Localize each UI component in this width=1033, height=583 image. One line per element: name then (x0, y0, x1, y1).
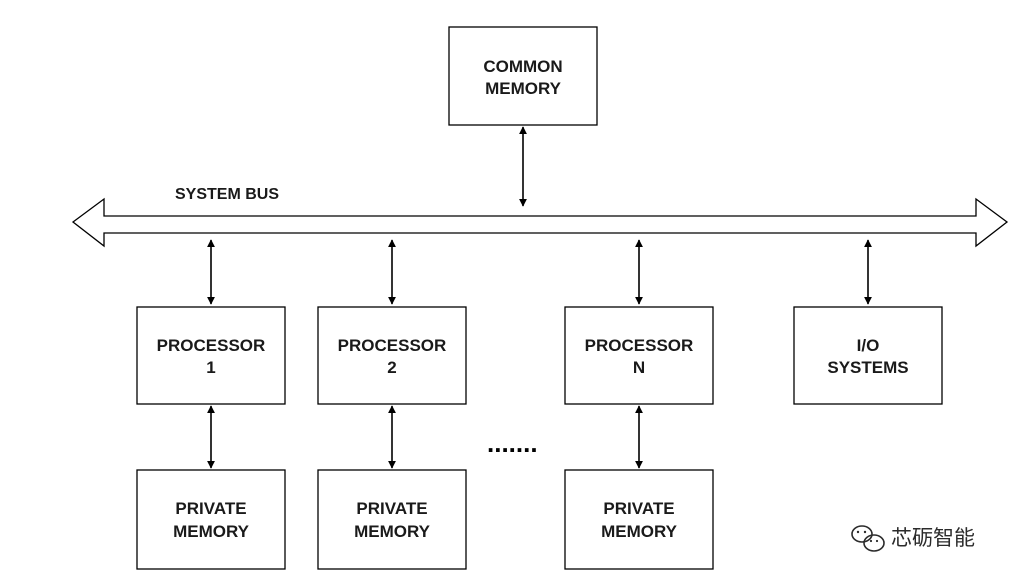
io-systems-label-line1: I/O (857, 336, 880, 355)
common-memory-label-line1: COMMON (483, 57, 562, 76)
processor-2-box: PROCESSOR 2 (317, 306, 467, 405)
processor-1-box: PROCESSOR 1 (136, 306, 286, 405)
processor-n-label-line1: PROCESSOR (585, 336, 694, 355)
processor-1-label-line1: PROCESSOR (157, 336, 266, 355)
private-memory-n-label-line2: MEMORY (601, 522, 678, 541)
private-memory-2-label-line2: MEMORY (354, 522, 431, 541)
processor-2-label-line2: 2 (387, 358, 396, 377)
io-systems-label-line2: SYSTEMS (827, 358, 908, 377)
watermark-text: 芯砺智能 (891, 526, 975, 550)
private-memory-n-label-line1: PRIVATE (603, 499, 674, 518)
watermark: 芯砺智能 (851, 525, 975, 552)
private-memory-2-box: PRIVATE MEMORY (317, 469, 467, 570)
ellipsis-dots: ....... (487, 428, 538, 458)
private-memory-1-label-line2: MEMORY (173, 522, 250, 541)
processor-2-label-line1: PROCESSOR (338, 336, 447, 355)
processor-n-label-line2: N (633, 358, 645, 377)
system-bus-arrow (71, 197, 1009, 248)
system-bus-label: SYSTEM BUS (175, 186, 279, 203)
private-memory-1-box: PRIVATE MEMORY (136, 469, 286, 570)
processor-1-label-line2: 1 (206, 358, 215, 377)
io-systems-box: I/O SYSTEMS (793, 306, 943, 405)
private-memory-2-label-line1: PRIVATE (356, 499, 427, 518)
common-memory-label-line2: MEMORY (485, 79, 562, 98)
wechat-icon (851, 525, 885, 552)
common-memory-box: COMMON MEMORY (448, 26, 598, 126)
processor-n-box: PROCESSOR N (564, 306, 714, 405)
private-memory-1-label-line1: PRIVATE (175, 499, 246, 518)
private-memory-n-box: PRIVATE MEMORY (564, 469, 714, 570)
